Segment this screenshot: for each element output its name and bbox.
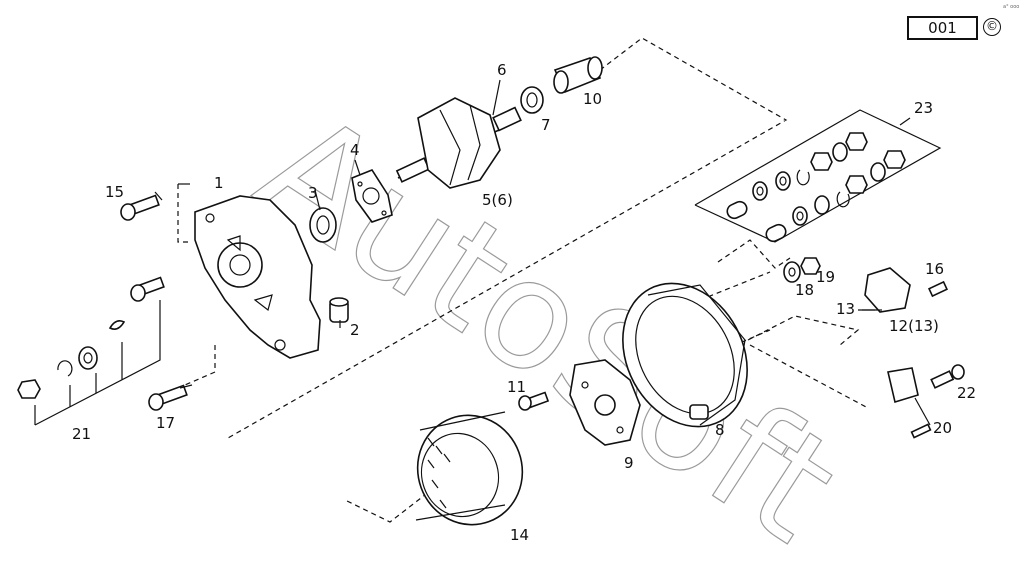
callout-1: 1	[214, 174, 224, 192]
callout-22: 22	[957, 384, 977, 402]
callout-17: 17	[156, 414, 176, 432]
bearing-3	[309, 207, 337, 243]
callout-8: 8	[715, 421, 725, 439]
page-code-box: 001	[907, 16, 978, 40]
callout-5: 5(6)	[482, 191, 513, 209]
watermark-text: AutoSoft	[230, 79, 865, 575]
callout-10: 10	[583, 90, 603, 108]
screw-17	[148, 384, 188, 411]
screw-16	[927, 280, 949, 298]
screw-22	[930, 364, 965, 389]
end-housing-1	[194, 195, 321, 359]
stator-frame-8	[622, 282, 748, 428]
rectifier-plate-9	[569, 359, 641, 446]
callout-21: 21	[72, 425, 92, 443]
regulator-12	[858, 267, 911, 313]
screw-15	[120, 194, 160, 221]
callout-4: 4	[350, 141, 360, 159]
terminal-20	[887, 367, 932, 439]
watermark: AutoSoft	[230, 79, 866, 575]
kit-21-parts	[17, 276, 165, 399]
callout-20: 20	[933, 419, 953, 437]
callout-3: 3	[308, 184, 318, 202]
kit-23-parts	[726, 132, 906, 243]
screw-11	[518, 391, 550, 411]
sleeve-10	[553, 56, 603, 94]
washer-18	[783, 261, 801, 283]
kit-23-bracket	[694, 109, 942, 243]
callout-18: 18	[795, 281, 815, 299]
callout-6: 6	[497, 61, 507, 79]
callout-15: 15	[105, 183, 125, 201]
rotor-5	[395, 97, 522, 189]
bushing-2	[329, 297, 349, 323]
copyright-icon: ©	[983, 18, 1001, 36]
callout-16: 16	[925, 260, 945, 278]
kit-21-bracket	[34, 300, 161, 426]
callout-9: 9	[624, 454, 634, 472]
tiny-mark: a° ooo	[1003, 4, 1020, 10]
callout-23: 23	[914, 99, 934, 117]
nut-19	[800, 257, 821, 275]
callout-12: 12(13)	[889, 317, 939, 335]
callout-11: 11	[507, 378, 527, 396]
retainer-plate-4	[351, 169, 393, 223]
callout-7: 7	[541, 116, 551, 134]
callout-leaders	[154, 79, 875, 389]
callout-13: 13	[836, 300, 856, 318]
bearing-7	[520, 86, 544, 114]
callout-14: 14	[510, 526, 530, 544]
stator-ring-14	[415, 411, 524, 526]
callout-2: 2	[350, 321, 360, 339]
callout-19: 19	[816, 268, 836, 286]
